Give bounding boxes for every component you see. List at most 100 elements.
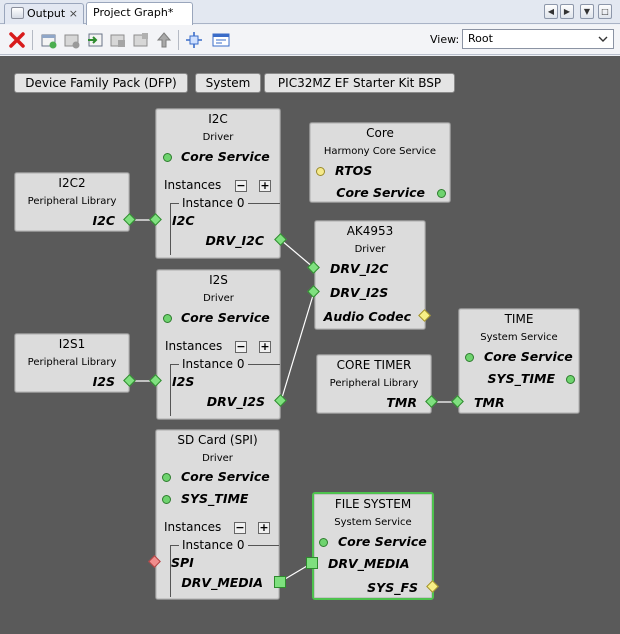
tmr-output-label: TMR [386, 395, 417, 410]
drv-media-output-label: DRV_MEDIA [181, 575, 263, 590]
output-icon [11, 7, 24, 19]
instance-0-label: Instance 0 [179, 538, 248, 552]
tab-strip: Output × Project Graph* ◀ ▶ ▼ □ [0, 0, 620, 25]
core-service-label: Core Service [338, 534, 427, 549]
drv-media-output-port[interactable] [274, 576, 286, 588]
component-subtitle: Driver [203, 293, 234, 304]
component-title: TIME [504, 312, 534, 326]
rtos-port[interactable] [316, 167, 325, 176]
drv-i2s-output-label: DRV_I2S [206, 394, 265, 409]
core-timer-component[interactable]: CORE TIMER Peripheral Library TMR [316, 354, 432, 414]
bsp-button[interactable]: PIC32MZ EF Starter Kit BSP [264, 73, 455, 93]
add-component-icon[interactable] [40, 31, 58, 49]
remove-component-icon[interactable] [63, 31, 81, 49]
i2s-input-label: I2S [172, 374, 195, 389]
component-title: Core [366, 126, 394, 140]
i2c-driver-component[interactable]: I2C Driver Core Service Instances − + In… [155, 108, 281, 259]
instance-0-group: Instance 0 [170, 196, 280, 255]
i2s1-peripheral-component[interactable]: I2S1 Peripheral Library I2S [14, 333, 130, 393]
delete-icon[interactable] [8, 31, 26, 49]
component-title: FILE SYSTEM [334, 497, 412, 511]
i2s-output-label: I2S [92, 374, 115, 389]
add-instance-button[interactable]: + [258, 521, 270, 534]
toolbar-separator [178, 30, 179, 50]
tab-output[interactable]: Output × [4, 3, 84, 24]
ak4953-driver-component[interactable]: AK4953 Driver DRV_I2C DRV_I2S Audio Code… [314, 220, 426, 330]
tmr-input-label: TMR [474, 395, 505, 410]
sys-time-label: SYS_TIME [487, 371, 555, 386]
file-system-component[interactable]: FILE SYSTEM System Service Core Service … [312, 492, 434, 600]
close-icon[interactable]: × [68, 7, 78, 20]
toolbar-separator [32, 30, 33, 50]
system-button[interactable]: System [195, 73, 261, 93]
instance-0-label: Instance 0 [179, 196, 248, 210]
core-service-label: Core Service [336, 185, 425, 200]
view-select[interactable]: Root [462, 29, 614, 49]
maximize-icon[interactable]: □ [598, 4, 612, 19]
add-instance-button[interactable]: + [259, 340, 271, 353]
component-title: SD Card (SPI) [177, 433, 258, 447]
component-subtitle: System Service [480, 332, 558, 343]
core-component[interactable]: Core Harmony Core Service RTOS Core Serv… [309, 122, 451, 203]
core-service-label: Core Service [181, 310, 270, 325]
core-service-port[interactable] [163, 153, 172, 162]
instance-0-group: Instance 0 [170, 538, 279, 597]
sys-time-port[interactable] [162, 495, 171, 504]
component-subtitle: Peripheral Library [27, 196, 117, 207]
remove-instance-button[interactable]: − [235, 340, 247, 353]
time-system-service-component[interactable]: TIME System Service Core Service SYS_TIM… [458, 308, 580, 414]
tab-output-label: Output [27, 7, 66, 20]
audio-codec-label: Audio Codec [323, 309, 411, 324]
remove-instance-button[interactable]: − [234, 521, 246, 534]
export-icon[interactable] [109, 31, 127, 49]
i2c2-peripheral-component[interactable]: I2C2 Peripheral Library I2C [14, 172, 130, 232]
import-icon[interactable] [86, 31, 104, 49]
core-service-port[interactable] [319, 538, 328, 547]
component-title: AK4953 [346, 224, 394, 238]
component-subtitle: Harmony Core Service [323, 146, 437, 157]
scroll-right-icon[interactable]: ▶ [560, 4, 574, 19]
add-instance-button[interactable]: + [259, 179, 271, 192]
auto-layout-icon[interactable] [185, 31, 203, 49]
component-title: CORE TIMER [336, 358, 412, 372]
scroll-left-icon[interactable]: ◀ [544, 4, 558, 19]
project-graph-canvas[interactable]: Device Family Pack (DFP) System PIC32MZ … [0, 56, 620, 634]
tab-list-icon[interactable]: ▼ [580, 4, 594, 19]
properties-icon[interactable] [212, 31, 230, 49]
core-service-port[interactable] [465, 353, 474, 362]
drv-i2s-label: DRV_I2S [330, 285, 389, 300]
component-subtitle: Driver [202, 132, 234, 143]
drv-media-input-port[interactable] [306, 557, 318, 569]
sys-time-label: SYS_TIME [181, 491, 249, 506]
instance-0-label: Instance 0 [179, 357, 248, 371]
group-icon[interactable] [132, 31, 150, 49]
sys-fs-label: SYS_FS [367, 580, 418, 595]
sys-time-port[interactable] [566, 375, 575, 384]
instances-label: Instances [164, 178, 222, 192]
i2s-driver-component[interactable]: I2S Driver Core Service Instances − + In… [156, 269, 281, 420]
core-service-port[interactable] [163, 314, 172, 323]
component-subtitle: Driver [202, 453, 233, 464]
remove-instance-button[interactable]: − [235, 179, 247, 192]
drv-media-input-label: DRV_MEDIA [328, 556, 410, 571]
core-service-port[interactable] [162, 473, 171, 482]
i2c-input-label: I2C [172, 213, 195, 228]
component-title: I2C2 [58, 176, 86, 190]
rtos-label: RTOS [335, 163, 373, 178]
core-service-label: Core Service [181, 149, 270, 164]
sd-card-spi-component[interactable]: SD Card (SPI) Driver Core Service SYS_TI… [155, 429, 280, 600]
instances-label: Instances [164, 520, 222, 534]
move-up-icon[interactable] [155, 31, 173, 49]
tab-project-graph[interactable]: Project Graph* [86, 2, 193, 25]
core-service-port[interactable] [437, 189, 446, 198]
instances-label: Instances [165, 339, 223, 353]
drv-i2c-output-label: DRV_I2C [205, 233, 264, 248]
tab-project-graph-label: Project Graph* [93, 6, 174, 19]
device-family-pack-button[interactable]: Device Family Pack (DFP) [14, 73, 188, 93]
chevron-down-icon [598, 36, 608, 42]
spi-label: SPI [171, 555, 194, 570]
component-subtitle: Peripheral Library [329, 378, 419, 389]
core-service-label: Core Service [181, 469, 270, 484]
component-title: I2C [208, 112, 228, 126]
instance-0-group: Instance 0 [170, 357, 280, 416]
